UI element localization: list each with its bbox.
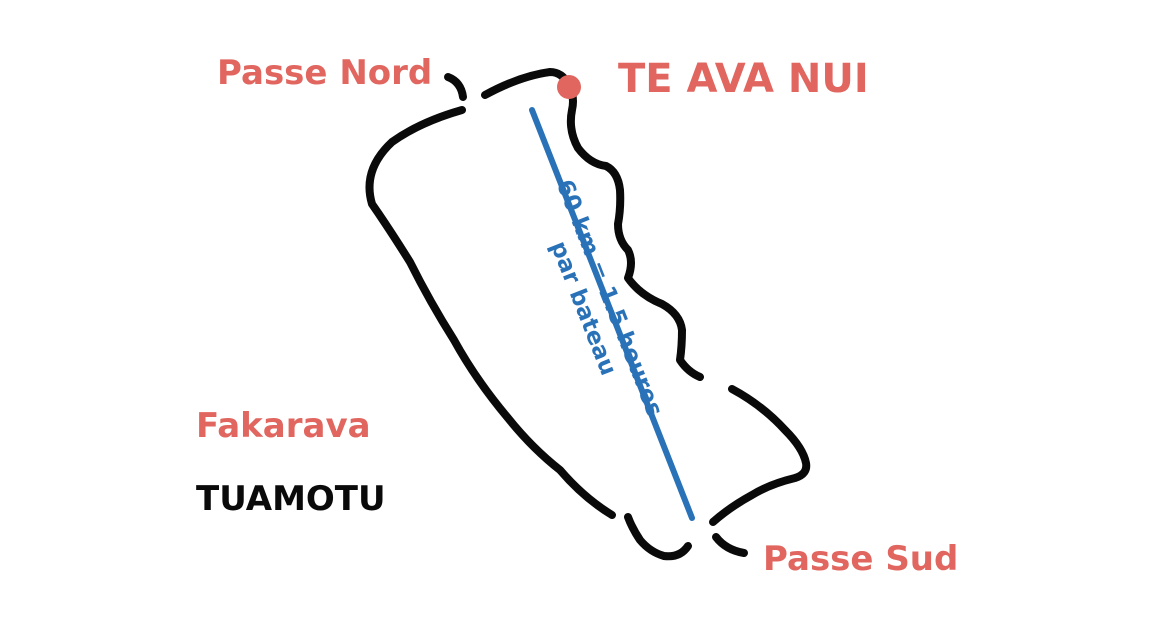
label-passe-nord: Passe Nord [217,53,432,93]
reef-segment-southwest [365,106,616,519]
label-archipelago: TUAMOTU [196,479,386,519]
label-passe-sud: Passe Sud [763,539,958,579]
reef-segment-north-pass-tip [444,73,467,101]
atoll-outline [365,68,811,561]
location-dot-icon [557,75,581,99]
reef-segment-southeast [709,385,811,526]
label-atoll-name: Fakarava [196,406,371,446]
label-te-ava-nui: TE AVA NUI [618,56,869,102]
reef-segment-south-pass-tip [712,533,748,557]
reef-segment-west [624,513,692,561]
reef-segment-east [565,81,704,381]
distance-line [529,107,695,521]
